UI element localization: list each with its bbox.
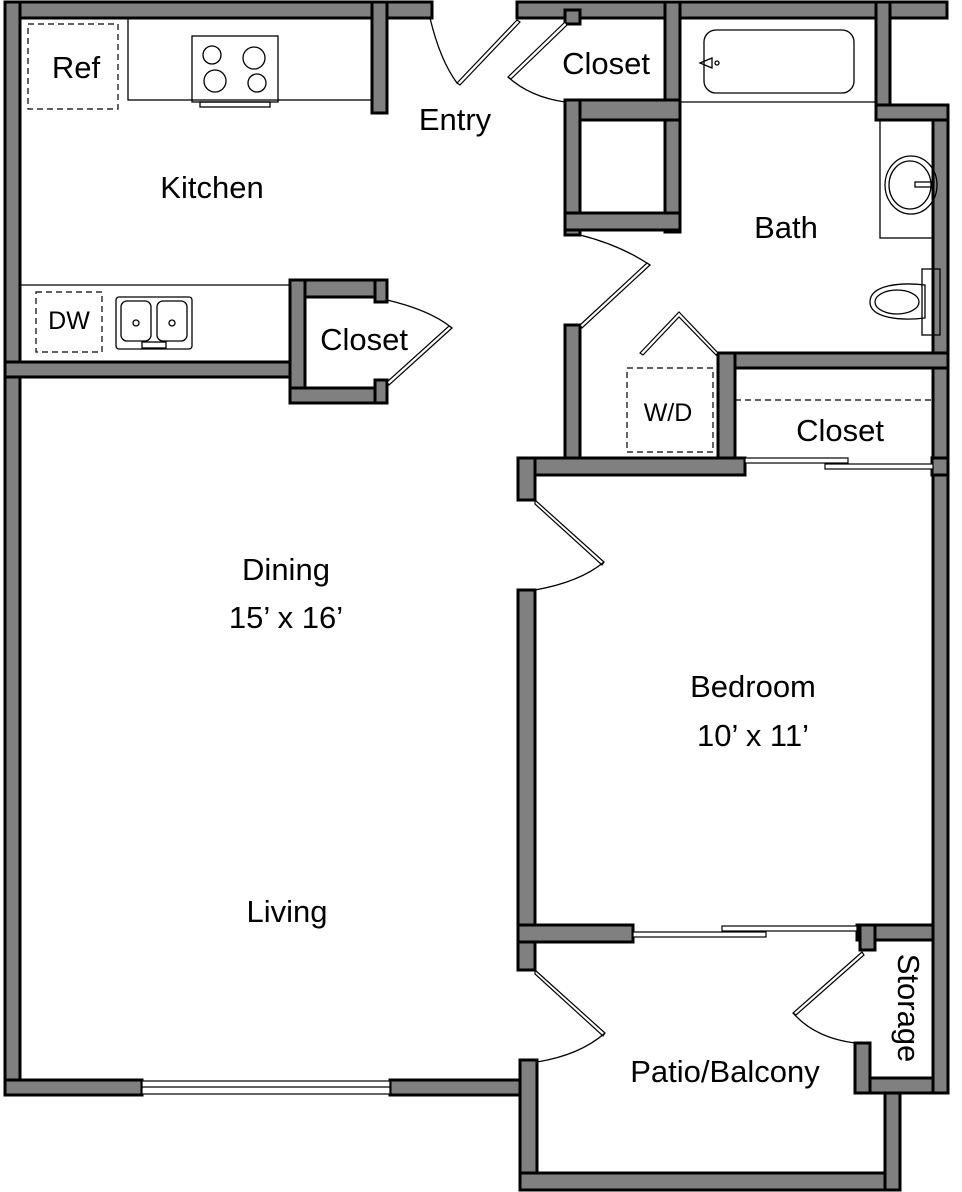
doors xyxy=(141,17,934,1095)
wd-bifold-door xyxy=(639,311,719,356)
entry-door xyxy=(429,17,521,86)
sink-icon xyxy=(115,296,193,350)
bath-sink-icon xyxy=(879,119,938,239)
refrigerator xyxy=(27,23,119,110)
label-living: Living xyxy=(247,894,328,929)
stove-icon xyxy=(191,35,279,108)
washer-dryer xyxy=(626,367,714,453)
patio-door xyxy=(534,968,606,1063)
label-dw: DW xyxy=(48,307,90,335)
toilet-icon xyxy=(869,268,941,336)
label-dining: Dining xyxy=(242,552,330,587)
bath-door xyxy=(579,234,651,329)
label-storage: Storage xyxy=(891,954,926,1063)
label-bedroom-size: 10’ x 11’ xyxy=(697,718,809,753)
label-ref: Ref xyxy=(52,50,101,85)
dishwasher xyxy=(35,291,103,353)
room-labels: Ref Kitchen Entry Closet Bath DW Closet … xyxy=(48,46,926,1089)
kitchen-closet-door xyxy=(386,299,453,386)
fixtures xyxy=(20,17,941,453)
bedroom-door xyxy=(534,498,605,591)
patio-sliding-door xyxy=(632,925,858,938)
label-entry: Entry xyxy=(419,102,492,137)
label-kitchen: Kitchen xyxy=(160,170,263,205)
label-bedroom-closet: Closet xyxy=(796,413,884,448)
label-dining-size: 15’ x 16’ xyxy=(229,600,343,635)
label-bedroom: Bedroom xyxy=(690,669,816,704)
living-window xyxy=(141,1080,391,1095)
label-entry-closet: Closet xyxy=(562,46,650,81)
label-kitchen-closet: Closet xyxy=(320,322,408,357)
storage-door xyxy=(792,951,865,1044)
label-bath: Bath xyxy=(754,210,818,245)
label-patio: Patio/Balcony xyxy=(630,1054,820,1089)
kitchen-counter xyxy=(127,17,373,101)
entry-closet-door xyxy=(507,21,568,103)
bedroom-closet-sliding-door xyxy=(744,457,934,470)
label-wd: W/D xyxy=(644,399,693,427)
walls xyxy=(3,0,950,1192)
bathtub-icon xyxy=(680,29,876,103)
